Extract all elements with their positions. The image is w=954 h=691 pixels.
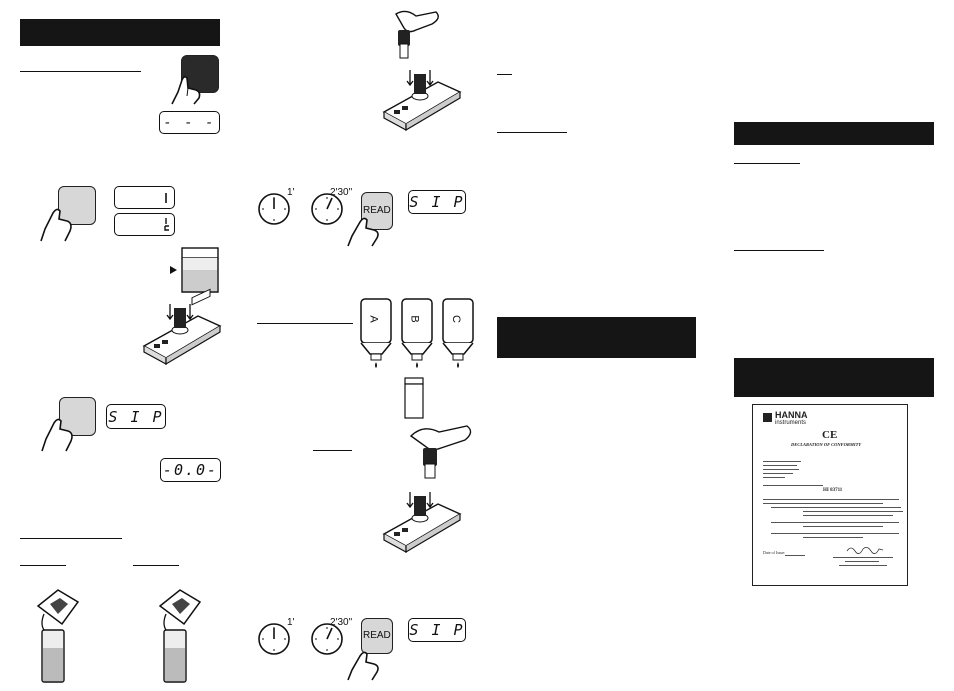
- timer-clock-icon: [258, 193, 290, 225]
- reagent-bottle-b-icon: [401, 298, 433, 368]
- cuvette-icon: [170, 247, 219, 293]
- meter-insertion-icon: [142, 288, 222, 366]
- read-button-illustration: [361, 618, 393, 654]
- lcd-display-lower: [114, 213, 175, 236]
- read-button-label: READ: [363, 630, 391, 641]
- certificate-heading: DECLARATION OF CONFORMITY: [791, 442, 862, 447]
- meter-insertion-icon: [382, 492, 462, 554]
- pointing-hand-icon: [40, 208, 72, 242]
- timer-label: 2'30": [330, 187, 353, 198]
- pointing-hand-icon: [171, 76, 201, 105]
- lcd-segment-icon: [165, 193, 167, 203]
- hanna-logo-icon: [763, 413, 772, 422]
- subheading-rule-10: [734, 250, 824, 251]
- subheading-rule-8: [497, 132, 567, 133]
- brand-name: HANNA: [775, 410, 808, 420]
- signatory-block: [833, 557, 899, 566]
- subheading-rule-9: [734, 163, 800, 164]
- lcd-display-dashes: - - -: [159, 111, 220, 134]
- reagent-bottle-c-icon: [442, 298, 474, 368]
- cuvette-icon: [404, 377, 424, 419]
- section-header-bar-4: [734, 358, 934, 397]
- issue-date-label: Date of Issue:: [763, 550, 786, 555]
- subheading-rule-6: [313, 450, 352, 451]
- signature-icon: [846, 547, 884, 554]
- powder-packet-pour-icon: [36, 589, 80, 683]
- subheading-rule-3: [20, 565, 66, 566]
- lcd-segment-icon: [164, 218, 169, 231]
- lcd-display-sip: S I P: [408, 618, 466, 642]
- reagent-letter-a: A: [367, 315, 380, 323]
- reagent-letter-b: B: [408, 315, 421, 323]
- brand-sub: instruments: [775, 420, 807, 426]
- lcd-display-sip: S I P: [408, 190, 466, 214]
- timer-clock-icon: [311, 193, 343, 225]
- hand-cap-cuvette-icon: [409, 425, 472, 479]
- read-button-illustration: [361, 192, 393, 230]
- compliance-text: [763, 499, 903, 538]
- powder-packet-pour-icon: [158, 589, 202, 683]
- zero-key: [58, 186, 96, 225]
- pointing-hand-icon: [41, 418, 73, 452]
- pointing-hand-icon: [347, 217, 379, 247]
- declaration-certificate: HANNA instruments CE DECLARATION OF CONF…: [752, 404, 908, 586]
- subheading-rule-2: [20, 538, 122, 539]
- pointing-hand-icon: [347, 651, 379, 681]
- certificate-model: HI 83711: [823, 488, 843, 493]
- section-header-bar-1: [20, 19, 220, 46]
- subheading-rule-1: [20, 71, 141, 72]
- timer-label: 1': [287, 617, 295, 628]
- subheading-rule-5: [257, 323, 353, 324]
- read-button-label: READ: [363, 205, 391, 216]
- subheading-rule-7: [497, 74, 512, 75]
- issue-date-value: [785, 555, 805, 556]
- subheading-rule-4: [133, 565, 179, 566]
- lcd-display-upper: [114, 186, 175, 209]
- reagent-letter-c: C: [449, 315, 462, 323]
- hand-cap-cuvette-icon: [395, 10, 439, 59]
- section-header-bar-3: [734, 122, 934, 145]
- ce-mark: CE: [822, 429, 838, 441]
- lcd-display-sip: S I P: [106, 404, 166, 429]
- lcd-display-zero: -0.0-: [160, 458, 221, 482]
- timer-clock-icon: [258, 623, 290, 655]
- timer-label: 2'30": [330, 617, 353, 628]
- timer-label: 1': [287, 187, 295, 198]
- timer-clock-icon: [311, 623, 343, 655]
- reagent-bottle-a-icon: [360, 298, 392, 368]
- section-header-bar-2: [497, 317, 696, 358]
- certify-line: [763, 485, 823, 486]
- address-block: [763, 461, 803, 478]
- meter-insertion-icon: [382, 70, 462, 132]
